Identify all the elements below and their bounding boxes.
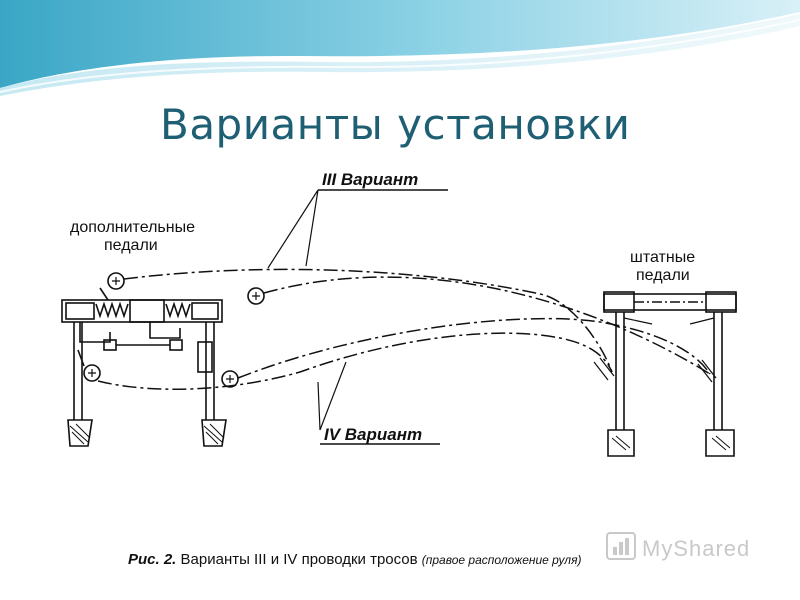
watermark-chart-icon: [606, 532, 636, 560]
header-wave-decoration: [0, 0, 800, 96]
extra-pedals-assembly: [61, 272, 265, 447]
caption-main: Варианты III и IV проводки тросов: [176, 551, 421, 568]
extra-pedals-label-line2: педали: [104, 237, 158, 254]
caption-small: (правое расположение руля): [422, 553, 582, 567]
figure-caption: Рис. 2. Варианты III и IV проводки тросо…: [128, 551, 581, 568]
variant-3-label: III Вариант: [322, 170, 418, 189]
caption-bold: Рис. 2.: [128, 551, 176, 568]
standard-pedals-label-line2: педали: [636, 267, 690, 284]
extra-pedals-label-line1: дополнительные: [70, 219, 195, 236]
standard-pedals-label-line1: штатные: [630, 249, 695, 266]
watermark-text: MyShared: [642, 536, 751, 561]
slide-title: Варианты установки: [160, 100, 631, 149]
cable-routes: [97, 268, 711, 390]
variant-4-label: IV Вариант: [324, 425, 422, 444]
standard-pedals-assembly: [593, 291, 737, 457]
